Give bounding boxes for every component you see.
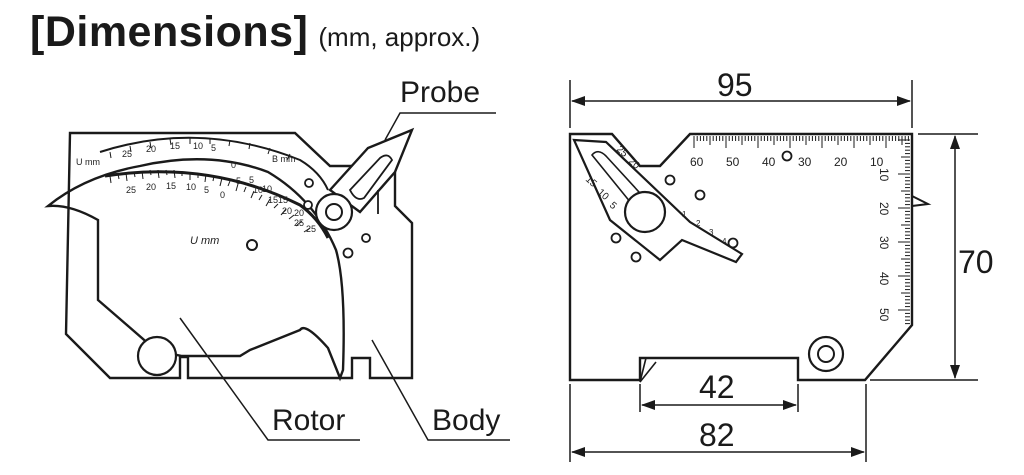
title-unit-note: (mm, approx.) [318,22,481,52]
top-ruler-ticks [693,136,913,148]
side-ruler-ticks [898,139,910,325]
outer-scale-0: 25 [122,149,132,159]
outer-scale-8: 15 [278,195,288,205]
pin-hole [361,233,371,243]
right-body-outline [568,132,914,382]
rotor-ticks [109,169,311,233]
top-scale-4: 20 [834,155,848,169]
inner-scale-7: 10 [253,185,263,195]
u-mm-label: U mm [76,157,100,167]
u-mm-center-label: U mm [190,235,219,247]
top-ruler-labels: 60 50 40 30 20 10 [690,155,884,169]
upper-scale-arc [99,136,329,191]
outer-scale-2: 15 [170,141,180,151]
inner-scale-labels: 25 20 15 10 5 0 5 10 15 20 25 [126,176,304,228]
rotor-knob [136,335,178,377]
top-scale-5: 10 [870,155,884,169]
title-main: [Dimensions] [30,8,309,56]
side-ruler-labels: 10 20 30 40 50 [877,168,891,322]
dim-height-value: 70 [958,244,994,280]
outer-scale-4: 5 [211,143,216,153]
side-scale-3: 40 [877,272,891,286]
inner-scale-0: 25 [126,185,136,195]
pin-hole [304,178,314,188]
pin-hole [664,174,676,186]
b-mm-label: B mm [272,154,296,164]
inner-scale-1: 20 [146,182,156,192]
inner-scale-4: 5 [204,185,209,195]
inner-scale-5: 0 [220,190,225,200]
top-scale-3: 30 [798,155,812,169]
outer-scale-7: 10 [262,184,272,194]
pin-hole [727,237,739,249]
inner-scale-6: 5 [236,176,241,186]
diagram-title: [Dimensions] (mm, approx.) [30,8,480,57]
rotor-leader [179,317,360,441]
pin-hole [303,200,313,210]
probe-slot [348,154,394,200]
pin-hole [342,247,354,259]
rotor-scale-band [104,170,330,239]
dim-width-value: 95 [717,67,753,103]
dim-base-value: 82 [699,417,735,453]
right-gauge: 60 50 40 30 20 10 10 20 30 40 50 2 5 20 1… [568,67,994,462]
side-scale-2: 30 [877,236,891,250]
body-leader [371,339,510,441]
probe-tip-labels: 1 2 3 4 [682,210,727,246]
pin-hole [610,232,622,244]
ruler-hole [781,150,793,162]
side-scale-0: 10 [877,168,891,182]
probe-tip-1: 2 [696,219,701,228]
outer-scale-6: 5 [249,175,254,185]
probe-tip-3: 4 [722,237,727,246]
inner-scale-3: 10 [186,182,196,192]
outer-scale-5: 0 [231,160,236,170]
side-scale-4: 50 [877,308,891,322]
outer-scale-3: 10 [193,141,203,151]
top-scale-2: 40 [762,155,776,169]
inner-scale-9: 20 [282,206,292,216]
dimension-lines [569,80,978,462]
bottom-knob-inner [817,345,835,363]
pivot-hole [246,239,258,251]
probe-scale-4: 5 [607,200,619,212]
inner-scale-2: 15 [166,181,176,191]
outer-scale-9: 20 [294,208,304,218]
pin-hole [694,189,706,201]
edge-notch [911,195,932,207]
upper-ticks [109,138,291,161]
probe-label: Probe [400,76,480,109]
probe-tip-0: 1 [682,210,687,219]
dim-slot-value: 42 [699,369,735,405]
right-knob [623,190,667,234]
probe-tip-2: 3 [709,228,714,237]
slot-cutter [639,357,657,383]
rotor-label: Rotor [272,404,345,437]
rotor-outline [44,158,345,382]
top-scale-0: 60 [690,155,704,169]
top-scale-1: 50 [726,155,740,169]
outer-scale-labels: 25 20 15 10 5 0 5 10 15 20 25 [122,141,316,234]
inner-scale-8: 15 [268,195,278,205]
probe-leader [384,112,496,141]
pin-hole [630,251,642,263]
left-gauge: 25 20 15 10 5 0 5 10 15 20 25 25 20 15 1… [44,76,510,441]
outer-scale-10: 25 [306,224,316,234]
side-scale-1: 20 [877,202,891,216]
probe-knob-inner [325,203,343,221]
outer-scale-1: 20 [146,144,156,154]
body-label: Body [432,404,500,437]
inner-scale-10: 25 [294,218,304,228]
